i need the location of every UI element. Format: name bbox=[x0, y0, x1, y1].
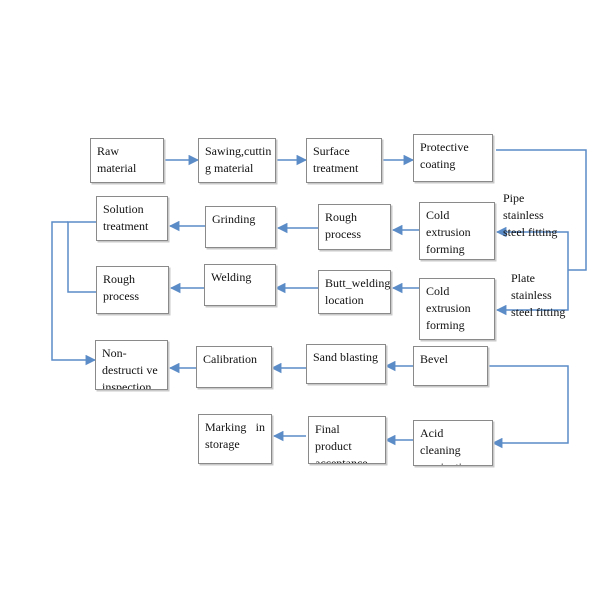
node-raw-material: Raw material bbox=[90, 138, 164, 183]
connector-plate-branch bbox=[495, 270, 569, 316]
node-non-destructive-inspection-text: Non-destructi ve inspection bbox=[102, 346, 158, 390]
node-final-product-acceptance: Final product acceptance bbox=[308, 416, 386, 464]
node-non-destructive-inspection: Non-destructi ve inspection bbox=[95, 340, 168, 390]
node-marking-storage: Marking in storage bbox=[198, 414, 272, 464]
connector-pipe-branch bbox=[495, 226, 569, 270]
label-plate-stainless-text: Plate stainless steel fitting bbox=[511, 271, 566, 319]
connector-bevel-to-acid bbox=[488, 365, 569, 449]
node-welding-text: Welding bbox=[211, 270, 252, 284]
node-sand-blasting: Sand blasting bbox=[306, 344, 386, 384]
node-sand-blasting-text: Sand blasting bbox=[313, 350, 378, 364]
connector-left-to-ndt bbox=[51, 221, 97, 366]
node-solution-treatment: Solution treatment bbox=[96, 196, 168, 241]
node-bevel: Bevel bbox=[413, 346, 488, 386]
node-cold-extrusion-1: Cold extrusion forming bbox=[419, 202, 495, 260]
node-grinding: Grinding bbox=[205, 206, 276, 248]
node-calibration: Calibration bbox=[196, 346, 272, 388]
node-butt-welding: Butt_welding location bbox=[318, 270, 391, 314]
node-bevel-text: Bevel bbox=[420, 352, 448, 366]
node-welding: Welding bbox=[204, 264, 276, 306]
node-rough-process-2-text: Rough process bbox=[103, 272, 139, 303]
node-acid-cleaning: Acid cleaning passivation bbox=[413, 420, 493, 466]
label-plate-stainless: Plate stainless steel fitting bbox=[511, 270, 573, 321]
node-surface-treatment-text: Surface treatment bbox=[313, 144, 359, 175]
node-calibration-text: Calibration bbox=[203, 352, 257, 366]
node-surface-treatment: Surface treatment bbox=[306, 138, 382, 183]
node-rough-process-2: Rough process bbox=[96, 266, 169, 314]
node-marking-line2: storage bbox=[205, 437, 240, 451]
node-raw-material-text: Raw material bbox=[97, 144, 137, 175]
node-solution-treatment-text: Solution treatment bbox=[103, 202, 149, 233]
node-cold-extrusion-2-text: Cold extrusion forming bbox=[426, 284, 471, 332]
node-cold-extrusion-2: Cold extrusion forming bbox=[419, 278, 495, 340]
node-final-product-acceptance-text: Final product acceptance bbox=[315, 422, 368, 464]
node-butt-welding-text: Butt_welding location bbox=[325, 276, 391, 307]
node-marking-line1: Marking in bbox=[205, 420, 265, 434]
label-pipe-stainless: Pipe stainless steel fitting bbox=[503, 190, 565, 241]
node-acid-cleaning-text: Acid cleaning passivation bbox=[420, 426, 474, 465]
node-sawing-cutting: Sawing,cuttin g material bbox=[198, 138, 276, 183]
node-cold-extrusion-1-text: Cold extrusion forming bbox=[426, 208, 471, 256]
node-rough-process-1: Rough process bbox=[318, 204, 391, 250]
connector-protective-to-branch bbox=[496, 149, 587, 271]
node-protective-coating: Protective coating bbox=[413, 134, 493, 182]
node-rough-process-1-text: Rough process bbox=[325, 210, 361, 241]
node-sawing-cutting-text: Sawing,cuttin g material bbox=[205, 144, 272, 175]
label-pipe-stainless-text: Pipe stainless steel fitting bbox=[503, 191, 558, 239]
node-grinding-text: Grinding bbox=[212, 212, 256, 226]
connector-solution-left bbox=[67, 221, 96, 293]
node-protective-coating-text: Protective coating bbox=[420, 140, 469, 171]
